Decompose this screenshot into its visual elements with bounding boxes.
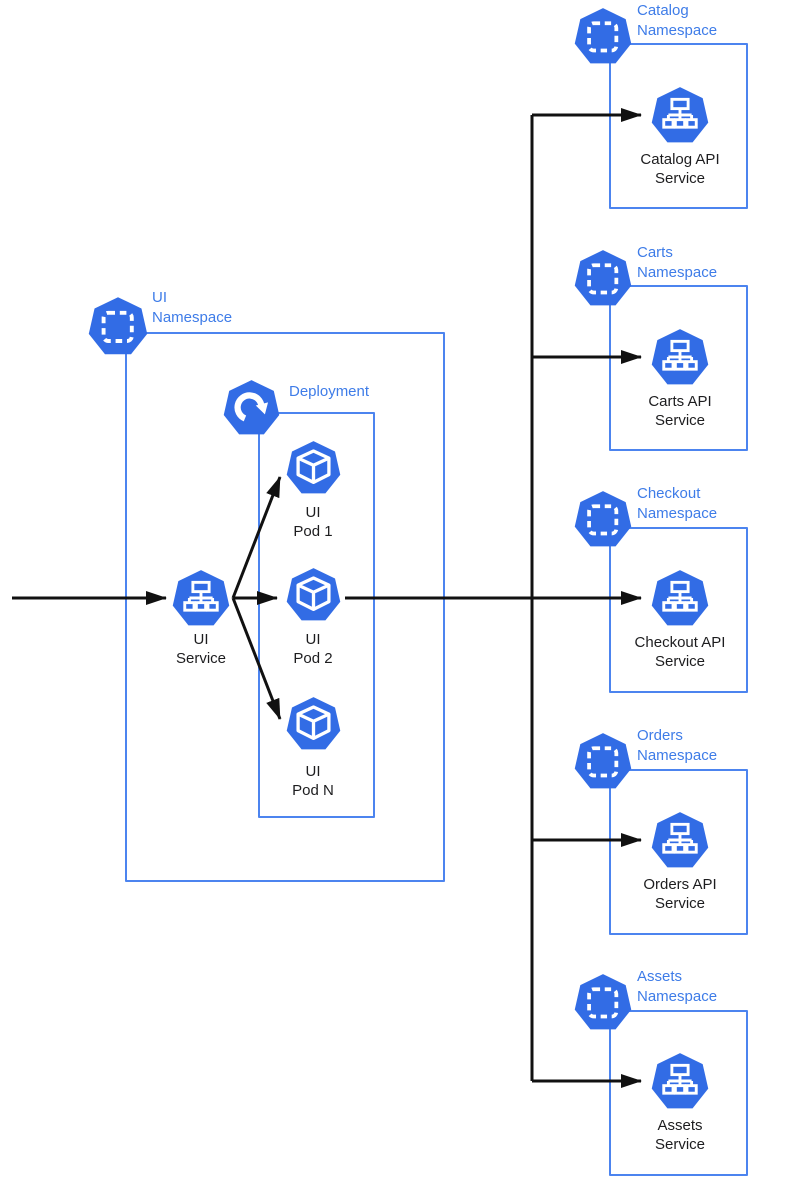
ui-namespace-label-line2: Namespace: [152, 309, 233, 326]
catalog-api-service-label: Catalog API Service: [615, 150, 745, 188]
checkout-api-service-label: Checkout API Service: [615, 633, 745, 671]
assets-service-label-line1: Assets: [657, 1117, 703, 1134]
catalog-namespace-box: [609, 43, 748, 209]
orders-api-service-icon: [651, 811, 709, 869]
checkout-namespace-label-line2: Namespace: [637, 505, 718, 522]
ui-pod2-label: UI Pod 2: [248, 630, 378, 668]
carts-api-service-label-line1: Carts API: [648, 393, 712, 410]
orders-api-service-label-line1: Orders API: [643, 876, 717, 893]
checkout-api-service-label-line1: Checkout API: [634, 634, 726, 651]
catalog-api-service-label-line1: Catalog API: [640, 151, 720, 168]
assets-namespace-label-line2: Namespace: [637, 988, 718, 1005]
catalog-namespace-icon: [574, 7, 632, 65]
ui-podn-icon: [286, 696, 341, 751]
ui-pod1-label-line2: Pod 1: [293, 523, 333, 540]
checkout-namespace-label-line1: Checkout: [637, 485, 701, 502]
orders-namespace-icon: [574, 732, 632, 790]
checkout-namespace-box: [609, 527, 748, 693]
assets-service-label-line2: Service: [654, 1136, 706, 1153]
catalog-api-service-icon: [651, 86, 709, 144]
ui-service-label: UI Service: [136, 630, 266, 668]
assets-namespace-icon: [574, 973, 632, 1031]
ui-podn-label-line1: UI: [305, 763, 321, 780]
checkout-namespace-icon: [574, 490, 632, 548]
ui-namespace-label: UI Namespace: [152, 288, 232, 328]
ui-service-label-line2: Service: [175, 650, 227, 667]
checkout-api-service-label-line2: Service: [654, 653, 706, 670]
ui-namespace-label-line1: UI: [152, 289, 167, 306]
ui-pod1-icon: [286, 440, 341, 495]
ui-namespace-icon: [88, 296, 148, 356]
ui-pod2-icon: [286, 567, 341, 622]
catalog-api-service-label-line2: Service: [654, 170, 706, 187]
carts-namespace-box: [609, 285, 748, 451]
carts-api-service-label: Carts API Service: [615, 392, 745, 430]
ui-pod1-label: UI Pod 1: [248, 503, 378, 541]
assets-service-icon: [651, 1052, 709, 1110]
deployment-icon: [223, 379, 280, 436]
orders-namespace-box: [609, 769, 748, 935]
orders-api-service-label-line2: Service: [654, 895, 706, 912]
ui-pod2-label-line1: UI: [305, 631, 321, 648]
carts-namespace-icon: [574, 249, 632, 307]
carts-namespace-label-line1: Carts: [637, 244, 673, 261]
ui-pod2-label-line2: Pod 2: [293, 650, 333, 667]
carts-api-service-label-line2: Service: [654, 412, 706, 429]
orders-namespace-label-line1: Orders: [637, 727, 683, 744]
arrow-service-to-pod1: [231, 476, 282, 599]
deployment-label: Deployment: [289, 383, 370, 400]
catalog-namespace-label-line2: Namespace: [637, 22, 718, 39]
orders-api-service-label: Orders API Service: [615, 875, 745, 913]
ui-namespace-box: [125, 332, 445, 882]
arrow-service-to-podn: [231, 597, 282, 720]
checkout-api-service-icon: [651, 569, 709, 627]
catalog-namespace-label-line1: Catalog: [637, 2, 689, 19]
carts-api-service-icon: [651, 328, 709, 386]
ui-service-icon: [172, 569, 230, 627]
assets-namespace-label-line1: Assets: [637, 968, 683, 985]
ui-podn-label-line2: Pod N: [292, 782, 334, 799]
ui-pod1-label-line1: UI: [305, 504, 321, 521]
orders-namespace-label-line2: Namespace: [637, 747, 718, 764]
ui-service-label-line1: UI: [193, 631, 209, 648]
carts-namespace-label-line2: Namespace: [637, 264, 718, 281]
ui-podn-label: UI Pod N: [248, 762, 378, 800]
assets-namespace-box: [609, 1010, 748, 1176]
deployment-box: [258, 412, 375, 818]
